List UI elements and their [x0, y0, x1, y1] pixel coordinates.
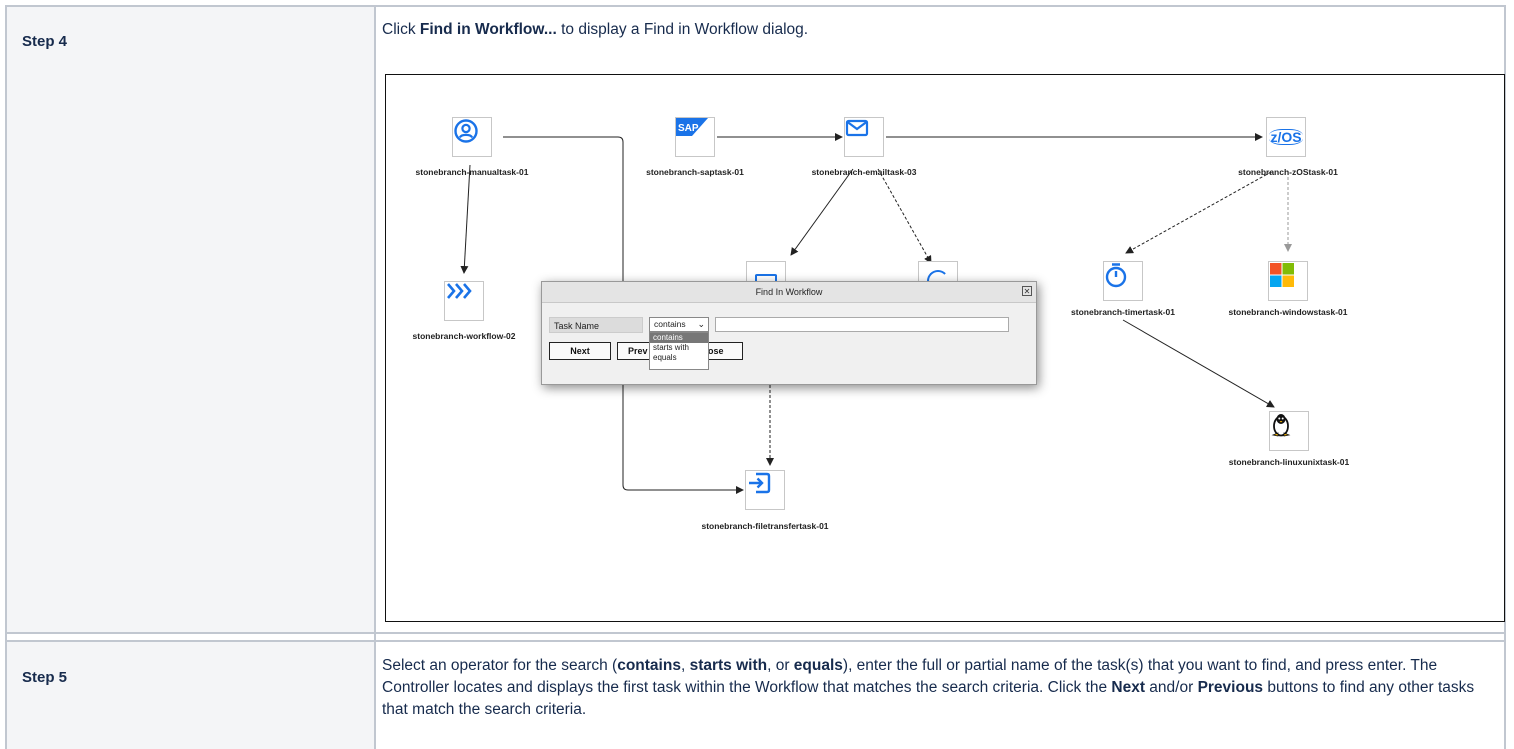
node-label: stonebranch-timertask-01 — [1071, 307, 1175, 317]
operator-option[interactable]: equals — [653, 353, 677, 362]
desc-bold: starts with — [689, 657, 768, 674]
stopwatch-icon — [1105, 263, 1127, 288]
step-4-description: Click Find in Workflow... to display a F… — [382, 19, 1497, 41]
operator-select[interactable]: contains ⌄ — [649, 317, 709, 332]
node-filetransfertask[interactable] — [745, 470, 785, 510]
task-name-input[interactable] — [715, 317, 1009, 332]
operator-option[interactable]: starts with — [653, 343, 690, 352]
desc-bold: contains — [617, 657, 681, 674]
edge-zos-to-timer — [1125, 171, 1272, 254]
step-4-label: Step 4 — [22, 33, 68, 50]
node-label: stonebranch-saptask-01 — [646, 167, 744, 177]
desc-text: , — [680, 657, 690, 674]
svg-text:SAP: SAP — [678, 123, 699, 134]
edge-manual-to-workflow — [460, 164, 471, 274]
operator-option[interactable]: contains — [650, 333, 708, 343]
desc-text: , or — [767, 657, 794, 674]
linux-penguin-icon — [1271, 414, 1291, 437]
task-name-label: Task Name — [549, 317, 643, 333]
close-icon[interactable]: ✕ — [1022, 286, 1032, 296]
edge-email-to-lower-right — [877, 168, 932, 264]
next-button[interactable]: Next — [549, 342, 611, 360]
row-divider — [5, 632, 1506, 642]
row-divider-line-top — [5, 632, 1506, 634]
node-label: stonebranch-windowstask-01 — [1228, 307, 1348, 317]
table-top-border — [5, 5, 1506, 7]
user-circle-icon — [454, 119, 478, 143]
sap-logo-icon: SAP — [676, 118, 708, 136]
table-left-border — [5, 5, 7, 749]
row-divider-line-bottom — [5, 640, 1506, 642]
operator-selected-value: contains — [654, 319, 686, 329]
operator-dropdown-list: contains starts with equals — [649, 332, 709, 370]
node-label: stonebranch-manualtask-01 — [415, 167, 529, 177]
node-saptask[interactable]: SAP — [675, 117, 715, 157]
find-in-workflow-dialog: Find In Workflow ✕ Task Name contains ⌄ … — [541, 281, 1037, 385]
table-right-border — [1504, 5, 1506, 749]
desc-bold: Previous — [1197, 679, 1264, 696]
step-5-description: Select an operator for the search (conta… — [382, 655, 1500, 721]
edge-timer-to-linux — [1122, 319, 1275, 408]
node-label: stonebranch-linuxunixtask-01 — [1228, 457, 1350, 467]
node-linuxtask[interactable] — [1269, 411, 1309, 451]
zos-icon: z/OS — [1269, 129, 1303, 145]
desc-text: Select an operator for the search ( — [382, 657, 618, 674]
node-workflow[interactable] — [444, 281, 484, 321]
node-timertask[interactable] — [1103, 261, 1143, 301]
row-step5-header-cell — [6, 642, 374, 749]
chevrons-right-icon — [447, 283, 472, 299]
chevron-down-icon: ⌄ — [697, 319, 705, 329]
node-zostask[interactable]: z/OS — [1266, 117, 1306, 157]
envelope-icon — [845, 119, 869, 137]
partial-icon — [755, 273, 777, 286]
node-label: stonebranch-zOStask-01 — [1238, 167, 1338, 177]
desc-text: and/or — [1145, 679, 1198, 696]
column-divider — [374, 5, 376, 749]
step-5-label: Step 5 — [22, 669, 68, 686]
desc-bold: Find in Workflow... — [419, 21, 557, 38]
node-windowstask[interactable] — [1268, 261, 1308, 301]
file-transfer-icon — [749, 472, 771, 494]
desc-bold: equals — [793, 657, 843, 674]
desc-text: ), enter the full or partial name of the… — [382, 657, 1438, 696]
desc-text: Click — [382, 21, 420, 38]
desc-text: buttons to find any other tasks that mat… — [382, 679, 1475, 718]
node-label: stonebranch-workflow-02 — [412, 331, 516, 341]
windows-logo-icon — [1270, 263, 1294, 287]
node-label: stonebranch-filetransfertask-01 — [701, 521, 829, 531]
node-label: stonebranch-emailtask-03 — [811, 167, 917, 177]
desc-text: to display a Find in Workflow dialog. — [556, 21, 809, 38]
workflow-screenshot: stonebranch-manualtask-01 SAP stonebranc… — [385, 74, 1505, 622]
node-emailtask[interactable] — [844, 117, 884, 157]
dialog-title: Find In Workflow — [542, 282, 1036, 303]
desc-bold: Next — [1111, 679, 1145, 696]
row-step4-header-cell — [6, 6, 374, 632]
node-manualtask[interactable] — [452, 117, 492, 157]
edge-email-to-lower-left — [790, 168, 854, 256]
